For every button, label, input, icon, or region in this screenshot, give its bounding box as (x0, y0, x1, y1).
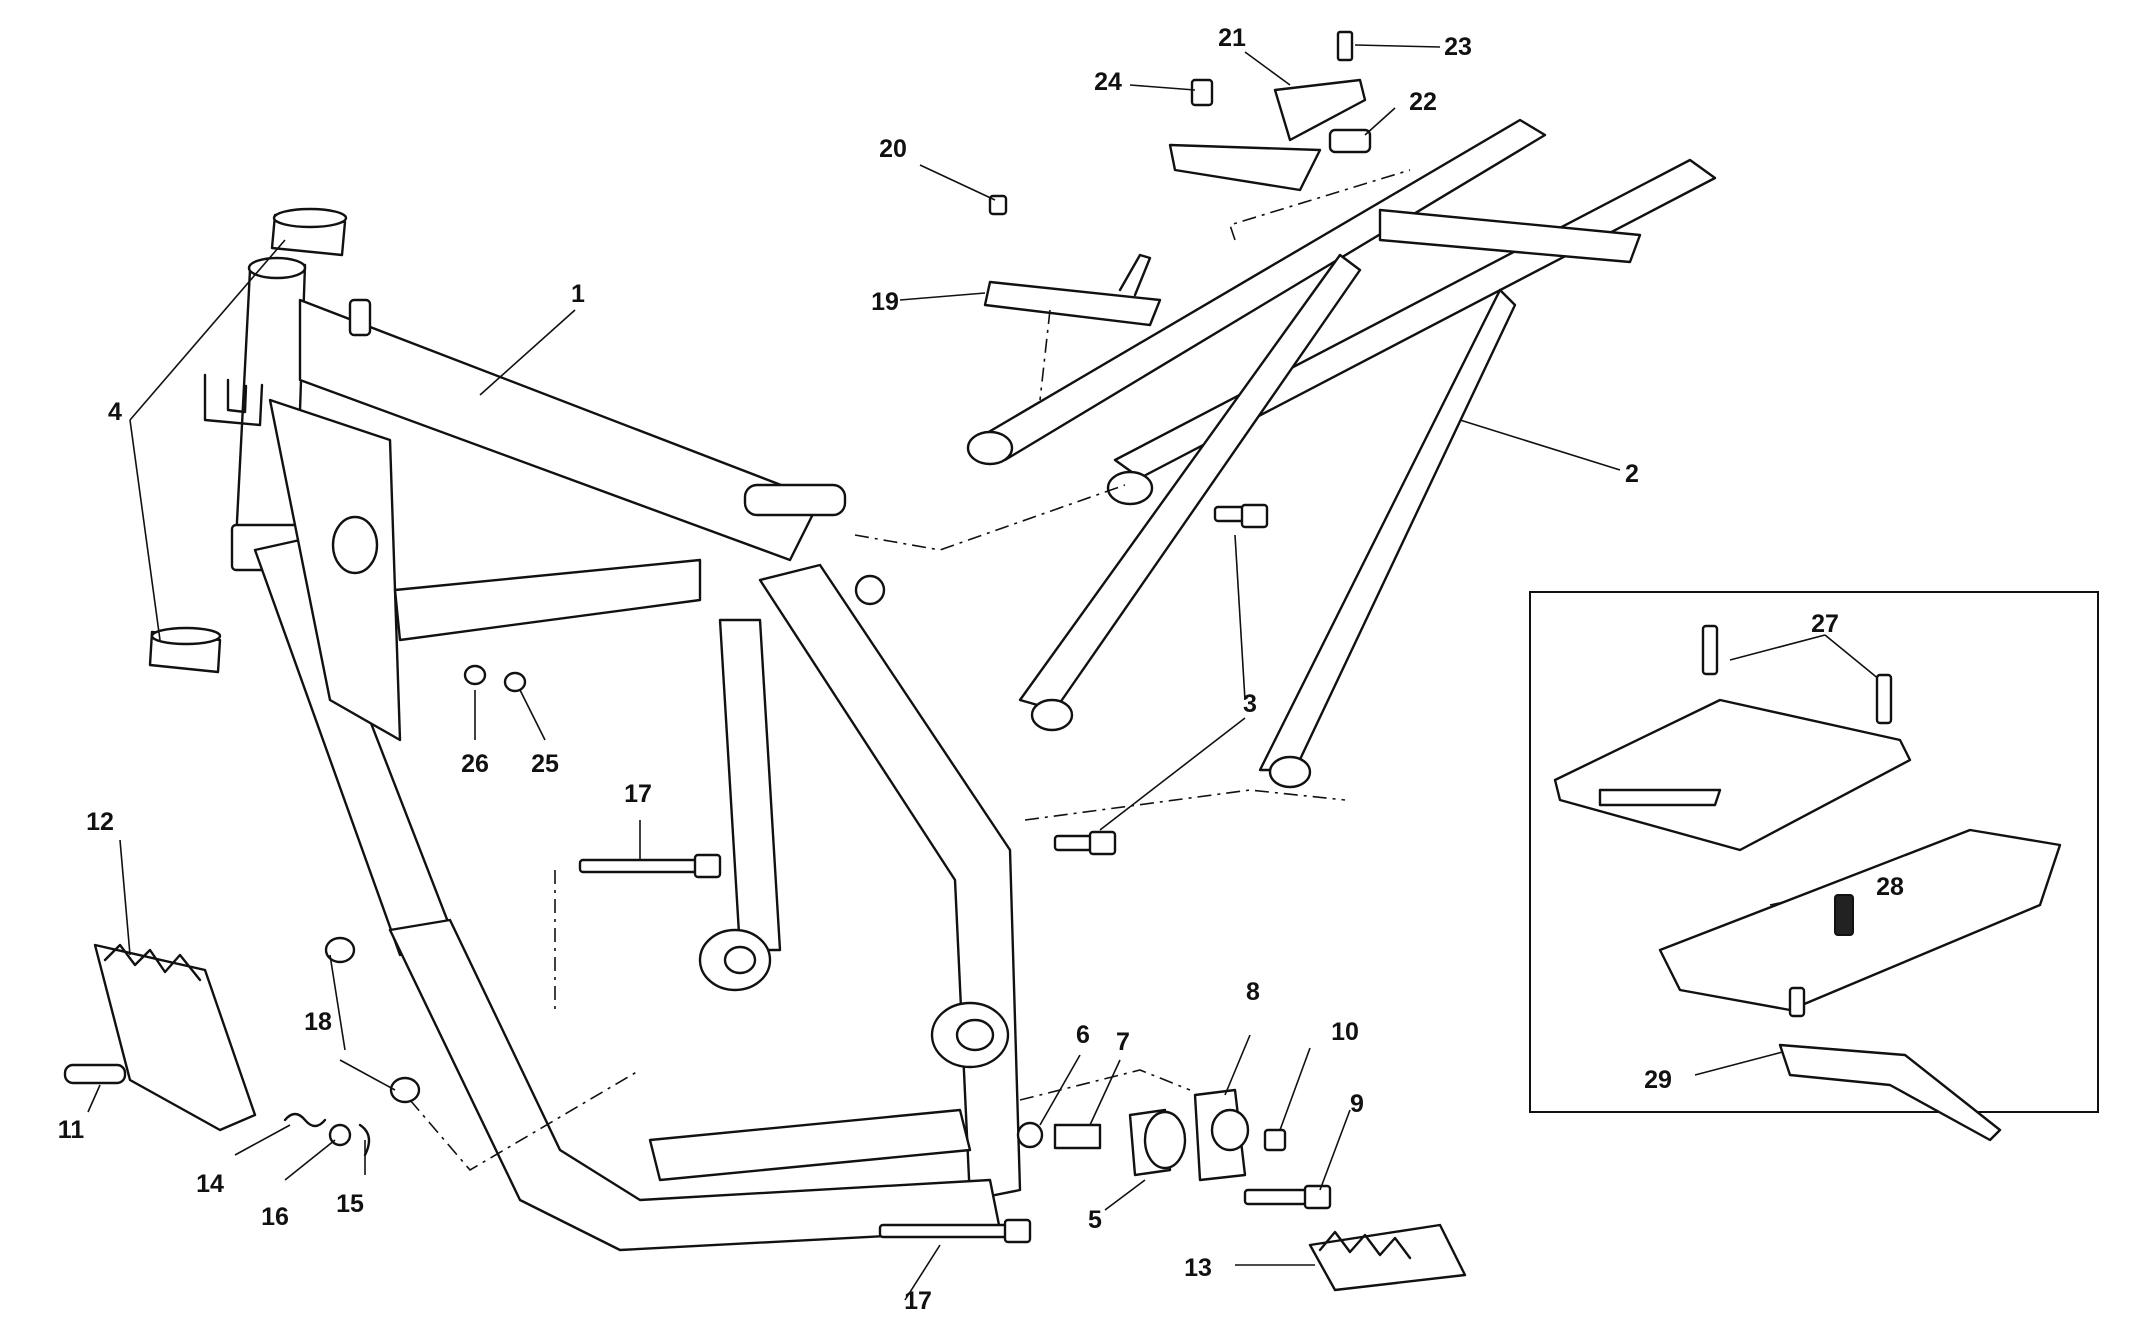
bracket-21 (1168, 30, 1372, 192)
callout-21: 21 (1218, 24, 1246, 52)
callout-24: 24 (1094, 68, 1122, 96)
callout-14: 14 (196, 1170, 224, 1198)
callout-19: 19 (871, 288, 899, 316)
steering-bearings (148, 207, 348, 674)
inset-frame (1529, 591, 2099, 1113)
callout-20: 20 (879, 135, 907, 163)
callout-7: 7 (1116, 1028, 1130, 1056)
rear-subframe (966, 118, 1717, 789)
callout-1: 1 (571, 280, 585, 308)
main-frame (230, 256, 1022, 1252)
callout-29: 29 (1644, 1066, 1672, 1094)
callout-6: 6 (1076, 1021, 1090, 1049)
callout-25: 25 (531, 750, 559, 778)
callout-labels: 1 2 3 4 5 6 7 8 9 10 11 12 13 14 15 16 1… (58, 24, 1904, 1315)
callout-8: 8 (1246, 978, 1260, 1006)
callout-28: 28 (1876, 873, 1904, 901)
callout-2: 2 (1625, 460, 1639, 488)
subframe-bolts (1053, 503, 1269, 856)
callout-4: 4 (108, 398, 122, 426)
inset-detail (1529, 591, 2099, 1142)
callout-17-top: 17 (624, 780, 652, 808)
left-footpeg (63, 943, 371, 1157)
callout-12: 12 (86, 808, 114, 836)
bracket-19 (983, 194, 1162, 327)
callout-10: 10 (1331, 1018, 1359, 1046)
callout-15: 15 (336, 1190, 364, 1218)
callout-27: 27 (1811, 610, 1839, 638)
callout-3: 3 (1243, 690, 1257, 718)
callout-11: 11 (58, 1116, 85, 1144)
pivot-hardware (1016, 1088, 1332, 1210)
callout-5: 5 (1088, 1206, 1102, 1234)
callout-18: 18 (304, 1008, 332, 1036)
callout-26: 26 (461, 750, 489, 778)
callout-22: 22 (1409, 88, 1437, 116)
callout-16: 16 (261, 1203, 289, 1231)
callout-13: 13 (1184, 1254, 1212, 1282)
callout-23: 23 (1444, 33, 1472, 61)
right-footpeg (1308, 1223, 1467, 1292)
callout-9: 9 (1350, 1090, 1364, 1118)
callout-17-bottom: 17 (904, 1287, 932, 1315)
misc-bolts (324, 664, 1032, 1244)
